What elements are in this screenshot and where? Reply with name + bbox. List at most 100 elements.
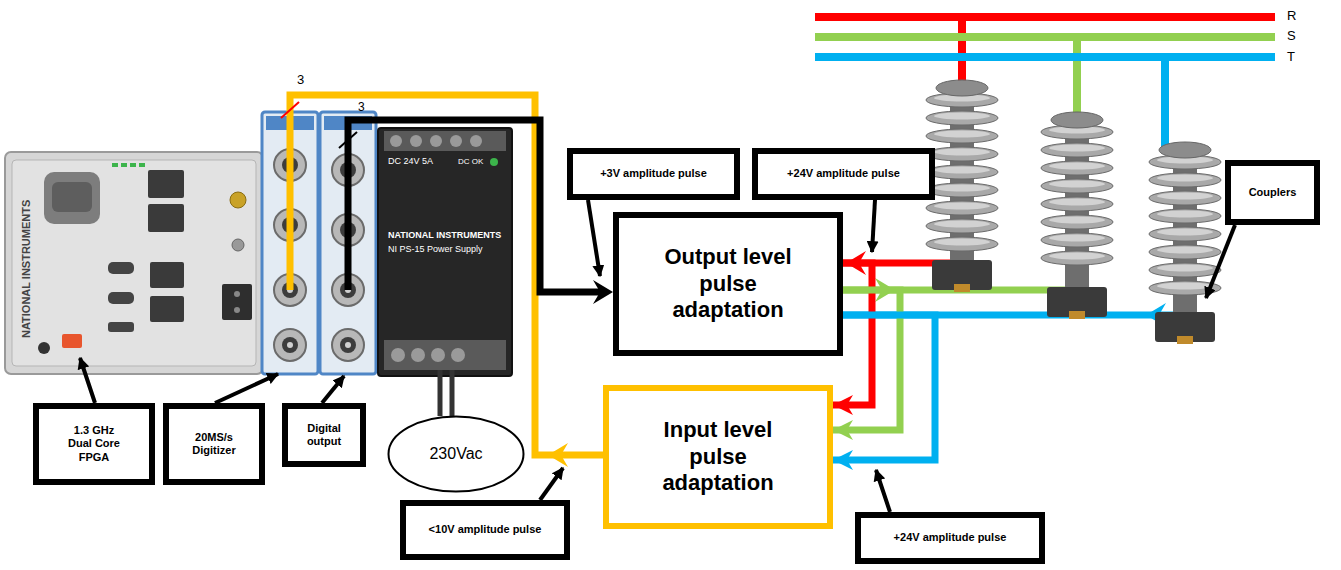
coupler-shed-highlight — [1049, 217, 1105, 224]
terminal-screw — [451, 348, 465, 362]
chassis-face — [12, 160, 256, 366]
power-supply — [378, 128, 512, 376]
coupler-shed-highlight — [1049, 163, 1105, 170]
coupler-shed-highlight — [934, 185, 990, 192]
bnc-connector — [332, 329, 364, 361]
coupler-shed — [1149, 191, 1221, 205]
phase-busbar — [815, 33, 1275, 41]
coupler-shed-highlight — [1157, 265, 1213, 272]
phase-feedback-wire — [833, 315, 935, 460]
terminal-screw — [431, 348, 445, 362]
terminal-screw — [450, 135, 462, 147]
bundle-slash — [339, 132, 357, 148]
box-label: Couplers — [1249, 186, 1297, 199]
coupler-shed — [926, 237, 998, 251]
output-bundle-wire — [348, 120, 600, 292]
power-terminal — [222, 284, 252, 320]
status-led — [130, 163, 136, 167]
callout-leader — [540, 468, 563, 500]
ethernet-port — [150, 262, 184, 288]
coupler-shed — [1041, 161, 1113, 175]
coupler-shed-highlight — [1157, 175, 1213, 182]
coupler-terminal — [1177, 336, 1193, 344]
terminal-screw — [390, 135, 402, 147]
callout-box: 20MS/s Digitizer — [163, 403, 265, 485]
bnc-socket — [282, 337, 298, 353]
box-label: +24V amplitude pulse — [787, 167, 900, 180]
ethernet-port — [148, 204, 184, 232]
coupler-shed-highlight — [934, 221, 990, 228]
wire-arrowhead — [548, 443, 568, 467]
phase-drop — [1161, 57, 1169, 152]
box-label: <10V amplitude pulse — [429, 523, 542, 536]
coupler-terminal — [1069, 311, 1085, 319]
mains-cable — [438, 370, 443, 416]
coupler-shed-highlight — [1157, 211, 1213, 218]
coupler-terminal — [954, 284, 970, 292]
status-window — [52, 182, 92, 212]
ethernet-port — [150, 296, 184, 322]
coupler-cap — [936, 80, 988, 96]
coupler-shed — [1041, 197, 1113, 211]
terminal-screw — [411, 348, 425, 362]
bnc-pin — [345, 342, 351, 348]
box-label: Digital output — [299, 422, 349, 448]
coupler-shed-highlight — [1157, 247, 1213, 254]
callout-box: +24V amplitude pulse — [752, 148, 935, 200]
coupler-shed — [1149, 227, 1221, 241]
bnc-connector — [274, 329, 306, 361]
box-label: 20MS/s Digitizer — [184, 431, 244, 457]
usb-port — [62, 334, 82, 348]
bundle-count: 3 — [358, 100, 365, 114]
coupler-shed-highlight — [1049, 199, 1105, 206]
callout-box: +24V amplitude pulse — [855, 512, 1045, 564]
callout-box: <10V amplitude pulse — [400, 500, 570, 560]
adapter-box: Input level pulse adaptation — [603, 385, 833, 529]
terminal-screw — [430, 135, 442, 147]
coupler-shed — [926, 129, 998, 143]
ellipse-outline-shape — [389, 417, 524, 492]
coupler — [1149, 142, 1221, 344]
coupler-shed — [1041, 233, 1113, 247]
bundle-slash — [281, 102, 299, 118]
coupler-shed-highlight — [934, 113, 990, 120]
coupler — [926, 80, 998, 292]
supply-label: 230Vac — [429, 444, 482, 463]
box-label: +24V amplitude pulse — [894, 531, 1007, 544]
callout-leader — [876, 470, 890, 512]
coupler-cap — [1051, 112, 1103, 128]
terminal-screw — [410, 135, 422, 147]
coupler-shed — [1149, 209, 1221, 223]
phase-label: S — [1287, 28, 1296, 44]
coupler-shed-highlight — [1049, 235, 1105, 242]
brand-text: NATIONAL INSTRUMENTS — [388, 230, 501, 241]
phase-busbar — [815, 53, 1275, 61]
coupler-shed — [926, 201, 998, 215]
bundle-count: 3 — [297, 72, 304, 88]
reset-button — [232, 239, 244, 251]
status-text: DC OK — [458, 157, 483, 167]
coupler-shed-highlight — [1157, 283, 1213, 290]
box-label: Input level pulse adaptation — [643, 417, 793, 496]
box-label: 1.3 GHz Dual Core FPGA — [63, 424, 125, 464]
ethernet-port — [148, 170, 184, 198]
status-led — [139, 163, 145, 167]
callout-box: 1.3 GHz Dual Core FPGA — [33, 403, 155, 485]
box-label: +3V amplitude pulse — [600, 167, 707, 180]
callout-box: Couplers — [1225, 160, 1320, 225]
adapter-box: Output level pulse adaptation — [613, 212, 843, 356]
usb-c-port — [108, 292, 134, 304]
callout-leader — [215, 374, 278, 403]
coupler-shed — [1149, 173, 1221, 187]
status-panel — [44, 172, 100, 224]
callout-leader — [80, 358, 95, 403]
crio-controller — [5, 152, 263, 374]
coupler-shed — [926, 219, 998, 233]
coupler-shed — [1041, 215, 1113, 229]
coupler-shed-highlight — [1049, 181, 1105, 188]
phase-label: R — [1287, 8, 1296, 24]
phase-feedback-wire — [833, 290, 900, 430]
coupler-shed-highlight — [934, 149, 990, 156]
coupler-shed — [1149, 263, 1221, 277]
coupler-shed — [926, 165, 998, 179]
